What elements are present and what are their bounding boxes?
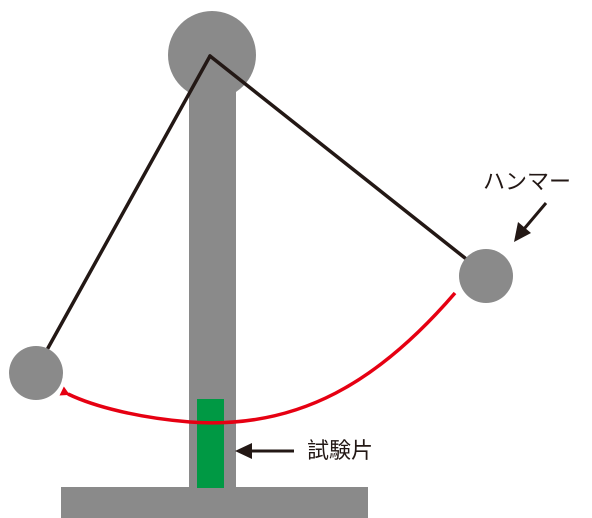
- hammer-raised: [459, 249, 513, 303]
- hammer-pointer-arrow-head: [514, 222, 531, 242]
- pivot-hub: [168, 11, 256, 99]
- hammer-pointer-arrow-shaft: [522, 202, 548, 230]
- specimen-label: 試験片: [307, 439, 374, 464]
- pendulum-arm-swung: [46, 54, 212, 350]
- swing-path-arrow: [59, 291, 457, 425]
- pendulum-arm-raised: [208, 54, 467, 260]
- hammer-label: ハンマー: [483, 170, 572, 195]
- hammer-swung: [9, 346, 63, 400]
- test-specimen: [197, 399, 224, 488]
- specimen-pointer-arrow-head: [235, 443, 252, 459]
- base-plate: [61, 487, 368, 518]
